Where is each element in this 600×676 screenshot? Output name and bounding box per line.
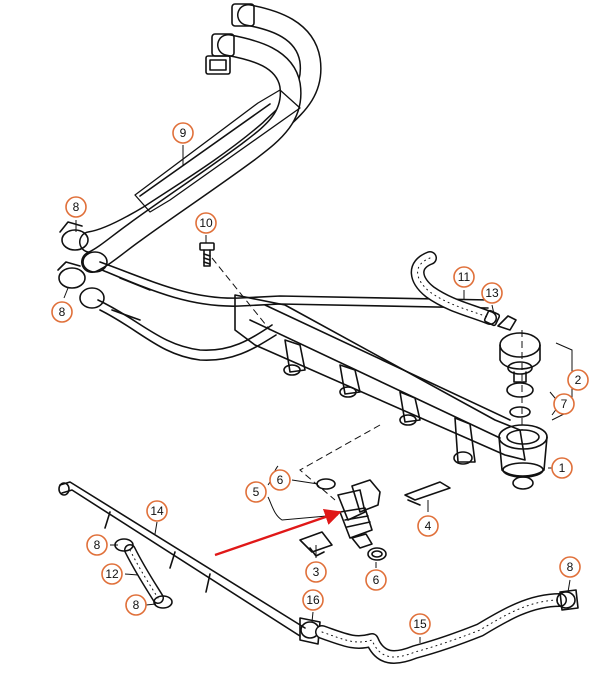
svg-text:8: 8 — [73, 200, 80, 214]
callout-6-lower: 6 — [365, 569, 387, 591]
red-arrow-indicator — [214, 508, 342, 557]
short-hose — [114, 538, 173, 609]
callout-2: 2 — [567, 369, 589, 391]
callout-6-upper: 6 — [269, 469, 291, 491]
callout-8-top-left: 8 — [65, 196, 87, 218]
svg-text:8: 8 — [567, 560, 574, 574]
upper-fuel-hose-assembly — [79, 3, 322, 273]
callout-4: 4 — [417, 515, 439, 537]
svg-text:9: 9 — [180, 126, 187, 140]
fuel-pressure-regulator — [497, 315, 541, 418]
callout-10: 10 — [195, 212, 217, 234]
svg-text:8: 8 — [59, 305, 66, 319]
mounting-bolt — [199, 242, 215, 267]
callout-13: 13 — [481, 282, 503, 304]
svg-text:5: 5 — [253, 485, 260, 499]
retaining-clip — [404, 481, 451, 506]
callout-1: 1 — [551, 457, 573, 479]
callout-11: 11 — [453, 266, 475, 288]
svg-text:14: 14 — [150, 504, 164, 518]
svg-text:8: 8 — [94, 538, 101, 552]
svg-text:11: 11 — [458, 270, 471, 284]
callout-5: 5 — [245, 481, 267, 503]
svg-text:13: 13 — [485, 286, 499, 300]
svg-text:16: 16 — [306, 593, 320, 607]
svg-text:10: 10 — [199, 216, 213, 230]
svg-text:1: 1 — [559, 461, 566, 475]
callout-8-lower-right: 8 — [559, 556, 581, 578]
callout-12: 12 — [101, 563, 123, 585]
callout-16: 16 — [302, 589, 324, 611]
hose-clips-left — [57, 221, 108, 309]
svg-text:2: 2 — [575, 373, 582, 387]
svg-text:12: 12 — [105, 567, 119, 581]
fuel-injector — [316, 478, 387, 561]
long-fuel-hose — [315, 589, 579, 664]
callout-8-lower-left-a: 8 — [86, 534, 108, 556]
hard-fuel-lines — [97, 261, 491, 361]
vacuum-hose — [410, 251, 501, 327]
callout-15: 15 — [409, 613, 431, 635]
callout-14: 14 — [146, 500, 168, 522]
callout-8-lower-left-b: 8 — [125, 594, 147, 616]
callout-3: 3 — [305, 561, 327, 583]
svg-text:15: 15 — [413, 617, 427, 631]
svg-text:4: 4 — [425, 519, 432, 533]
lower-fuel-line — [58, 481, 321, 645]
svg-text:3: 3 — [313, 565, 320, 579]
svg-text:8: 8 — [133, 598, 140, 612]
callout-7: 7 — [553, 393, 575, 415]
callout-8-mid-left: 8 — [51, 301, 73, 323]
fuel-rail — [211, 257, 548, 501]
callout-9: 9 — [172, 122, 194, 144]
svg-text:7: 7 — [561, 397, 568, 411]
svg-text:6: 6 — [277, 473, 284, 487]
svg-text:6: 6 — [373, 573, 380, 587]
